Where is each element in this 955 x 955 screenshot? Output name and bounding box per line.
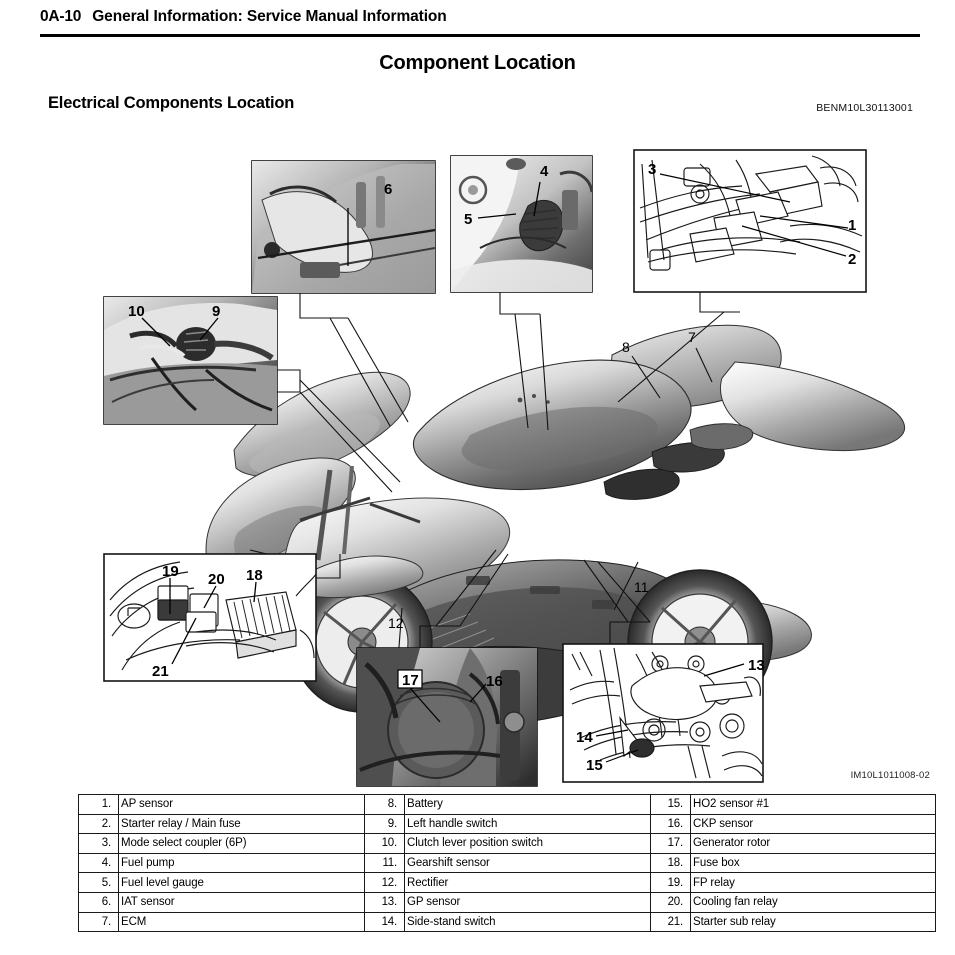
table-row: 6. IAT sensor 13. GP sensor 20. Cooling …: [78, 891, 936, 913]
legend-number: 20.: [650, 891, 691, 913]
legend-label: ECM: [118, 911, 365, 933]
callout-box-4-5: 4 5: [450, 155, 593, 293]
callout-box-16-17: 17 16: [356, 647, 538, 787]
legend-number: 11.: [364, 852, 405, 874]
legend-number: 15.: [650, 794, 691, 815]
legend-number: 2.: [78, 813, 119, 835]
table-row: 7. ECM 14. Side-stand switch 21. Starter…: [78, 911, 936, 933]
callout-box-1-2-3: 3 1 2: [633, 149, 867, 293]
legend-label: Starter sub relay: [690, 911, 936, 933]
legend-label: Cooling fan relay: [690, 891, 936, 913]
legend-number: 12.: [364, 872, 405, 893]
callout-label-21: 21: [152, 663, 169, 680]
callout-label-4: 4: [540, 163, 549, 180]
component-location-figure: 7 8 11 12: [0, 130, 955, 790]
table-row: 2. Starter relay / Main fuse 9. Left han…: [78, 813, 936, 835]
legend-label: AP sensor: [118, 794, 365, 815]
callout-label-3: 3: [648, 161, 656, 178]
legend-label: Gearshift sensor: [404, 852, 651, 874]
header-rule: [40, 34, 920, 37]
callout-label-18: 18: [246, 567, 263, 584]
legend-label: Fuel level gauge: [118, 872, 365, 893]
legend-number: 8.: [364, 794, 405, 815]
callout-label-16: 16: [486, 673, 503, 690]
callout-box-18-21: 19 20 18 21: [103, 553, 317, 682]
legend-label: FP relay: [690, 872, 936, 893]
legend-number: 14.: [364, 911, 405, 933]
legend-label: Left handle switch: [404, 813, 651, 835]
callout-label-19: 19: [162, 563, 179, 580]
legend-number: 13.: [364, 891, 405, 913]
legend-label: Fuel pump: [118, 852, 365, 874]
callout-label-10: 10: [128, 303, 145, 320]
callout-label-2: 2: [848, 251, 856, 268]
callout-label-5: 5: [464, 211, 472, 228]
figure-label-7: 7: [688, 329, 696, 345]
table-row: 1. AP sensor 8. Battery 15. HO2 sensor #…: [78, 794, 936, 815]
header-page-number: 0A-10: [40, 8, 82, 25]
callout-label-15: 15: [586, 757, 603, 774]
table-row: 3. Mode select coupler (6P) 10. Clutch l…: [78, 833, 936, 854]
table-row: 5. Fuel level gauge 12. Rectifier 19. FP…: [78, 872, 936, 893]
legend-number: 10.: [364, 833, 405, 854]
legend-number: 5.: [78, 872, 119, 893]
figure-svg: 7 8 11 12: [103, 149, 906, 787]
callout-box-6: 6: [251, 160, 436, 294]
legend-number: 16.: [650, 813, 691, 835]
callout-box-9-10: 10 9: [103, 296, 278, 425]
page-title: Component Location: [379, 52, 576, 74]
figure-code: IM10L1011008-02: [850, 770, 930, 781]
table-row: 4. Fuel pump 11. Gearshift sensor 18. Fu…: [78, 852, 936, 874]
legend-label: Generator rotor: [690, 833, 936, 854]
page-header: 0A-10 General Information: Service Manua…: [40, 8, 920, 37]
callout-label-13: 13: [748, 657, 765, 674]
legend-label: Starter relay / Main fuse: [118, 813, 365, 835]
legend-label: HO2 sensor #1: [690, 794, 936, 815]
legend-label: Clutch lever position switch: [404, 833, 651, 854]
legend-number: 1.: [78, 794, 119, 815]
figure-label-12: 12: [388, 615, 404, 631]
header-title: General Information: Service Manual Info…: [92, 8, 447, 25]
legend-label: GP sensor: [404, 891, 651, 913]
callout-label-17: 17: [402, 672, 419, 689]
leader-lines: [249, 292, 740, 648]
callout-label-9: 9: [212, 303, 220, 320]
callout-label-6: 6: [384, 181, 392, 198]
legend-label: CKP sensor: [690, 813, 936, 835]
callout-label-20: 20: [208, 571, 225, 588]
section-subtitle: Electrical Components Location: [48, 94, 295, 112]
figure-label-8: 8: [622, 339, 630, 355]
document-code: BENM10L30113001: [816, 102, 913, 114]
legend-number: 4.: [78, 852, 119, 874]
legend-label: Rectifier: [404, 872, 651, 893]
legend-number: 18.: [650, 852, 691, 874]
legend-number: 17.: [650, 833, 691, 854]
legend-label: IAT sensor: [118, 891, 365, 913]
legend-label: Mode select coupler (6P): [118, 833, 365, 854]
component-legend-table: 1. AP sensor 8. Battery 15. HO2 sensor #…: [78, 794, 936, 933]
legend-number: 9.: [364, 813, 405, 835]
legend-label: Side-stand switch: [404, 911, 651, 933]
legend-label: Fuse box: [690, 852, 936, 874]
callout-label-1: 1: [848, 217, 856, 234]
legend-number: 3.: [78, 833, 119, 854]
legend-number: 7.: [78, 911, 119, 933]
legend-number: 19.: [650, 872, 691, 893]
legend-number: 6.: [78, 891, 119, 913]
legend-number: 21.: [650, 911, 691, 933]
legend-label: Battery: [404, 794, 651, 815]
figure-label-11: 11: [634, 579, 649, 595]
callout-box-13-15: 13 14 15: [562, 643, 765, 783]
main-figure-labels: 7 8 11 12: [388, 329, 696, 631]
callout-label-14: 14: [576, 729, 593, 746]
